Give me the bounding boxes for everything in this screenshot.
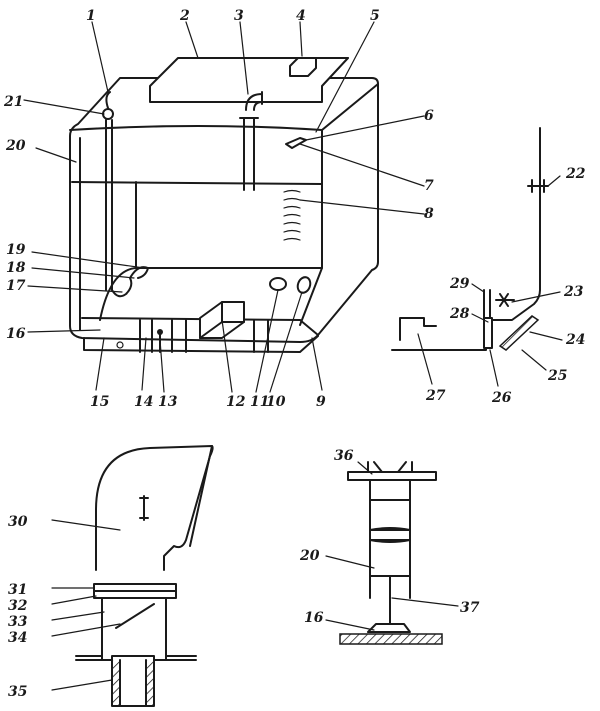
label-18: 18 [6,260,26,276]
label-8: 8 [424,206,434,222]
elbow-assembly [75,445,214,707]
vent-29 [483,289,491,319]
number-labels: 1 2 3 4 5 6 7 8 9 10 11 12 13 14 15 16 1… [3,8,586,700]
elbow-edge [189,445,213,547]
label-25: 25 [547,368,567,384]
label-27: 27 [425,388,446,404]
tank-side-edge [299,129,323,326]
tank-front-bottom [81,317,301,321]
tank-lid-edge [321,57,349,87]
sleeve-33 [101,597,167,661]
tank-assembly [69,57,379,353]
pipe-35-hatch-l [112,660,120,706]
label-22: 22 [565,166,586,182]
label-26: 26 [491,390,512,406]
tank-base [83,335,319,353]
label-23: 23 [563,284,584,300]
tank-lid [149,57,349,103]
label-10: 10 [266,394,286,410]
elbow-30 [95,445,214,571]
tank-front-corner [299,319,319,336]
leader-22 [547,175,561,187]
leader-lines-valve [417,283,563,387]
wall-profile [391,127,541,351]
leader-lines-main [23,21,425,393]
label-20-detail: 20 [299,548,320,564]
valve-22 [527,179,549,193]
filler-cap [289,57,317,77]
label-32: 32 [8,598,28,614]
label-16-detail: 16 [304,610,324,626]
label-13: 13 [158,394,178,410]
label-24: 24 [565,332,585,348]
label-9: 9 [316,394,326,410]
label-17: 17 [6,278,26,294]
label-29: 29 [449,276,470,292]
pipe-35-hatch-r [146,660,154,706]
label-7: 7 [424,178,434,194]
damper-34 [115,603,155,629]
label-12: 12 [226,394,246,410]
knob-13 [157,329,163,335]
label-16: 16 [6,326,26,342]
port-10 [296,276,312,294]
label-1: 1 [86,8,96,24]
floor-plate [339,633,443,645]
label-15: 15 [90,394,109,410]
pipe-1 [105,91,113,291]
label-31: 31 [8,582,27,598]
valve-23 [495,293,515,307]
column-break [369,527,411,543]
tank-inner-back [79,137,137,331]
base-16 [367,623,411,633]
port-11 [269,277,287,291]
top-plate-36 [347,471,437,481]
leader-lines-column [325,461,459,631]
label-34: 34 [8,630,27,646]
label-35: 35 [8,684,27,700]
label-20: 20 [5,138,26,154]
compartment-14-13 [139,319,187,353]
label-33: 33 [8,614,28,630]
label-2: 2 [179,8,190,24]
vent-pipe [239,91,263,191]
valve-detail [391,127,561,351]
leader-lines-elbow [51,519,121,691]
label-21: 21 [3,94,23,110]
label-4: 4 [296,8,306,24]
plug-15 [116,341,124,349]
label-28: 28 [449,306,470,322]
part-28 [483,317,493,349]
label-30: 30 [8,514,28,530]
label-37: 37 [460,600,480,616]
bracket-27 [399,317,437,341]
label-11: 11 [250,394,269,410]
tank-floor [99,267,323,321]
label-3: 3 [234,8,244,24]
label-5: 5 [370,8,380,24]
label-14: 14 [134,394,153,410]
tank-shelf [71,181,323,185]
label-6: 6 [424,108,434,124]
label-19: 19 [6,242,26,258]
slot-6 [285,137,307,149]
top-notch [367,461,413,473]
slot-30 [139,495,149,521]
column-assembly [339,461,443,645]
label-36: 36 [334,448,354,464]
plate-24 [498,315,540,351]
coil-8 [283,189,301,241]
